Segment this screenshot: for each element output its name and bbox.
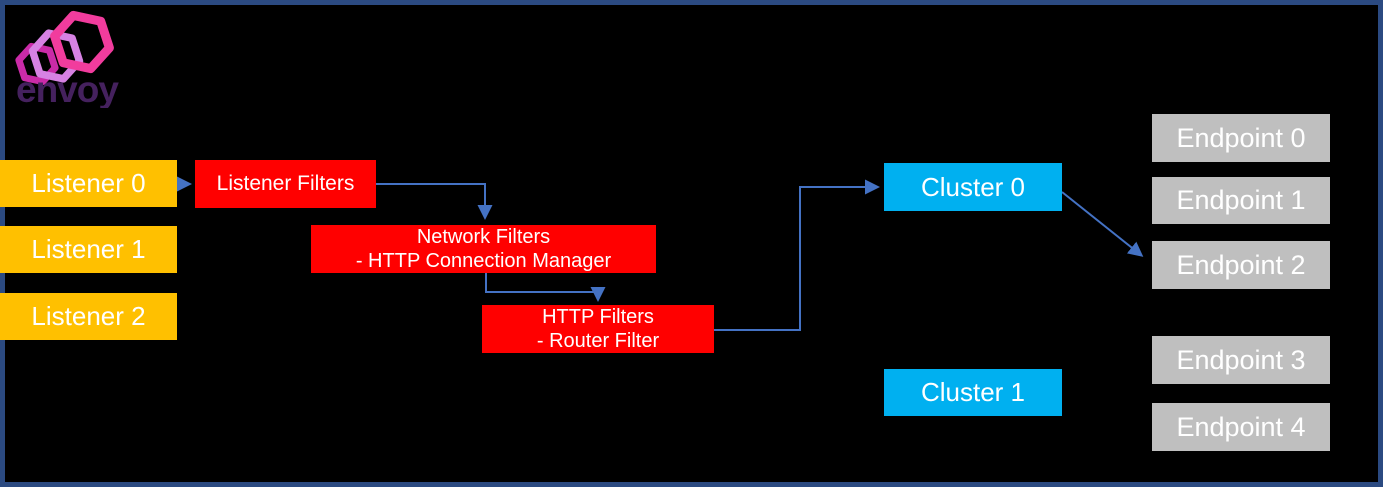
connector-http-filters-to-cluster0 bbox=[714, 179, 880, 331]
node-endpoint-4: Endpoint 4 bbox=[1152, 403, 1330, 451]
hexagon-icon bbox=[15, 42, 59, 86]
node-listener-1: Listener 1 bbox=[0, 226, 177, 273]
connector-cluster0-to-endpoint2 bbox=[1061, 191, 1144, 257]
node-cluster-0: Cluster 0 bbox=[884, 163, 1062, 211]
node-http-filters: HTTP Filters - Router Filter bbox=[482, 305, 714, 353]
http-filters-subtitle: - Router Filter bbox=[536, 330, 660, 352]
node-listener-2: Listener 2 bbox=[0, 293, 177, 340]
network-filters-subtitle: - HTTP Connection Manager bbox=[355, 250, 612, 272]
node-endpoint-3: Endpoint 3 bbox=[1152, 336, 1330, 384]
node-network-filters: Network Filters - HTTP Connection Manage… bbox=[311, 225, 656, 273]
node-listener-filters: Listener Filters bbox=[195, 160, 376, 208]
http-filters-title: HTTP Filters bbox=[542, 306, 654, 328]
node-endpoint-2: Endpoint 2 bbox=[1152, 241, 1330, 289]
hexagon-icon bbox=[28, 29, 84, 83]
envoy-logo: envoy bbox=[15, 10, 120, 108]
network-filters-title: Network Filters bbox=[416, 226, 551, 248]
hexagon-icon bbox=[50, 10, 114, 74]
connector-listener-filters-to-network-filters bbox=[376, 183, 493, 220]
node-endpoint-1: Endpoint 1 bbox=[1152, 177, 1330, 224]
envoy-wordmark: envoy bbox=[16, 69, 119, 108]
node-listener-0: Listener 0 bbox=[0, 160, 177, 207]
node-cluster-1: Cluster 1 bbox=[884, 369, 1062, 416]
node-endpoint-0: Endpoint 0 bbox=[1152, 114, 1330, 162]
connector-network-filters-to-http-filters bbox=[485, 273, 606, 302]
